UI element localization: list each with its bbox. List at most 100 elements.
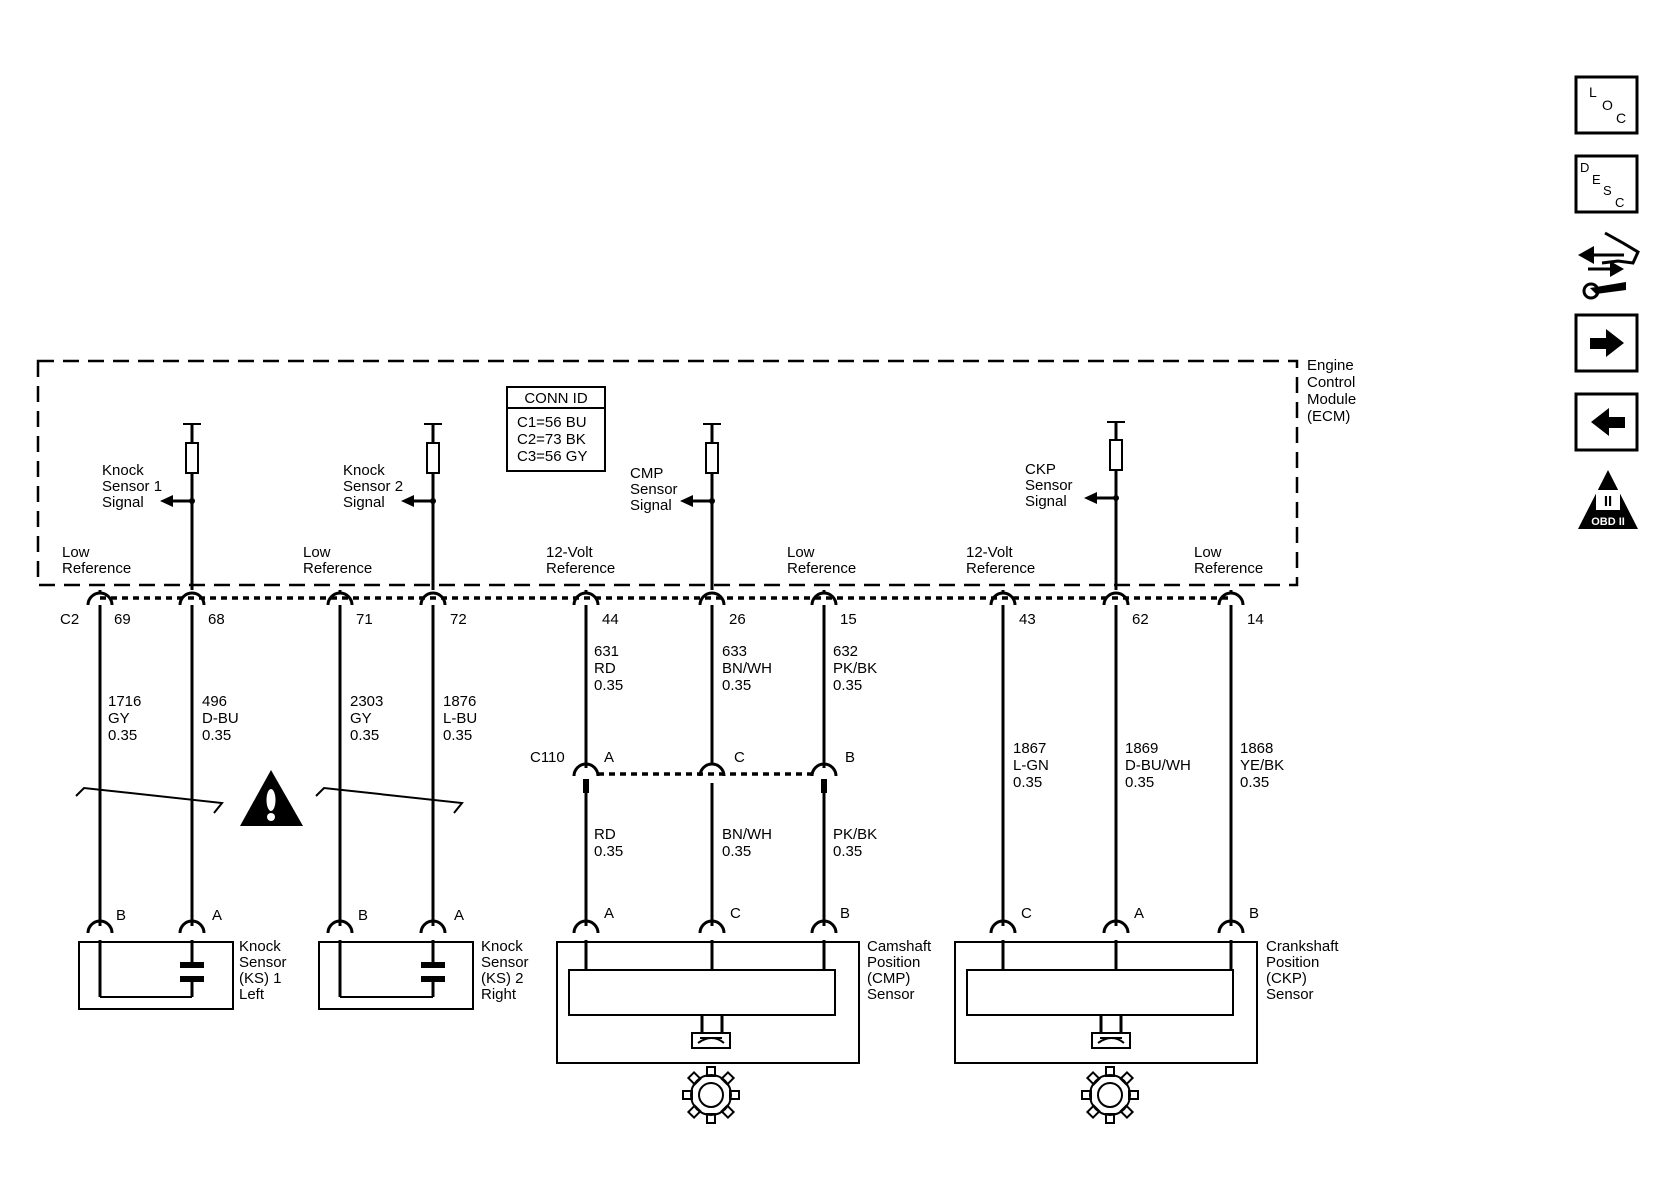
connector-tools-icon bbox=[1578, 231, 1640, 300]
svg-text:RD: RD bbox=[594, 826, 616, 843]
svg-text:43: 43 bbox=[1019, 611, 1036, 628]
svg-text:Knock: Knock bbox=[102, 462, 144, 479]
svg-text:YE/BK: YE/BK bbox=[1240, 757, 1284, 774]
svg-text:A: A bbox=[604, 905, 614, 922]
caution-icon bbox=[240, 770, 303, 826]
svg-text:Signal: Signal bbox=[630, 497, 672, 514]
svg-text:15: 15 bbox=[840, 611, 857, 628]
svg-text:62: 62 bbox=[1132, 611, 1149, 628]
svg-text:CMP: CMP bbox=[630, 465, 663, 482]
svg-text:GY: GY bbox=[350, 710, 372, 727]
svg-text:II: II bbox=[1604, 493, 1612, 510]
svg-text:D-BU/WH: D-BU/WH bbox=[1125, 757, 1191, 774]
svg-text:0.35: 0.35 bbox=[202, 727, 231, 744]
svg-text:0.35: 0.35 bbox=[350, 727, 379, 744]
svg-text:69: 69 bbox=[114, 611, 131, 628]
knock-sensor-2: Knock Sensor (KS) 2 Right bbox=[318, 938, 529, 1010]
svg-text:26: 26 bbox=[729, 611, 746, 628]
svg-text:C: C bbox=[1615, 195, 1624, 210]
arrow-left-icon bbox=[1591, 408, 1625, 436]
svg-text:D: D bbox=[1580, 160, 1589, 175]
obd-ii-button[interactable]: II OBD II bbox=[1578, 470, 1638, 529]
desc-button[interactable]: D E S C bbox=[1574, 154, 1639, 214]
svg-text:BN/WH: BN/WH bbox=[722, 826, 772, 843]
svg-text:Low: Low bbox=[787, 544, 815, 561]
svg-text:Position: Position bbox=[867, 954, 920, 971]
svg-text:A: A bbox=[212, 907, 222, 924]
svg-text:RD: RD bbox=[594, 660, 616, 677]
svg-text:PK/BK: PK/BK bbox=[833, 660, 877, 677]
svg-text:CKP: CKP bbox=[1025, 461, 1056, 478]
svg-text:Position: Position bbox=[1266, 954, 1319, 971]
svg-text:C3=56 GY: C3=56 GY bbox=[517, 448, 587, 465]
svg-text:1869: 1869 bbox=[1125, 740, 1158, 757]
loc-button[interactable]: L O C bbox=[1574, 75, 1639, 135]
connector-tools-button[interactable] bbox=[1578, 231, 1640, 300]
svg-text:1876: 1876 bbox=[443, 693, 476, 710]
svg-text:C2=73 BK: C2=73 BK bbox=[517, 431, 586, 448]
sensor-connector-pins: B A B A A C B C A B bbox=[86, 905, 1259, 934]
svg-text:B: B bbox=[1249, 905, 1259, 922]
obd-ii-icon: II OBD II bbox=[1578, 470, 1638, 529]
gear-icon bbox=[682, 1066, 740, 1124]
ecm-pins: 69 68 71 72 44 26 15 43 62 14 bbox=[86, 590, 1264, 628]
svg-text:B: B bbox=[358, 907, 368, 924]
svg-text:C1=56 BU: C1=56 BU bbox=[517, 414, 587, 431]
svg-text:Crankshaft: Crankshaft bbox=[1266, 938, 1339, 955]
svg-text:(ECM): (ECM) bbox=[1307, 408, 1350, 425]
svg-text:496: 496 bbox=[202, 693, 227, 710]
previous-button[interactable] bbox=[1574, 392, 1639, 452]
svg-text:0.35: 0.35 bbox=[722, 677, 751, 694]
ckp-signal-circuit: CKP Sensor Signal bbox=[1025, 421, 1125, 590]
svg-text:Module: Module bbox=[1307, 391, 1356, 408]
svg-text:BN/WH: BN/WH bbox=[722, 660, 772, 677]
svg-text:Sensor: Sensor bbox=[239, 954, 287, 971]
svg-text:Sensor: Sensor bbox=[867, 986, 915, 1003]
ks2-signal-circuit: Knock Sensor 2 Signal bbox=[343, 423, 442, 590]
svg-text:Camshaft: Camshaft bbox=[867, 938, 932, 955]
svg-text:Signal: Signal bbox=[1025, 493, 1067, 510]
ecm-boundary bbox=[36, 359, 1299, 587]
svg-text:L: L bbox=[1589, 84, 1597, 100]
knock-sensor-1: Knock Sensor (KS) 1 Left bbox=[78, 938, 287, 1010]
svg-text:0.35: 0.35 bbox=[833, 677, 862, 694]
svg-text:68: 68 bbox=[208, 611, 225, 628]
svg-text:(KS) 1: (KS) 1 bbox=[239, 970, 282, 987]
svg-text:Reference: Reference bbox=[546, 560, 615, 577]
cmp-signal-circuit: CMP Sensor Signal bbox=[630, 423, 721, 590]
svg-text:A: A bbox=[454, 907, 464, 924]
svg-text:Sensor: Sensor bbox=[481, 954, 529, 971]
svg-text:14: 14 bbox=[1247, 611, 1264, 628]
next-button[interactable] bbox=[1574, 313, 1639, 373]
svg-text:CONN ID: CONN ID bbox=[524, 390, 588, 407]
svg-text:Low: Low bbox=[1194, 544, 1222, 561]
svg-text:Reference: Reference bbox=[1194, 560, 1263, 577]
svg-text:0.35: 0.35 bbox=[722, 843, 751, 860]
svg-text:B: B bbox=[845, 749, 855, 766]
svg-text:L-BU: L-BU bbox=[443, 710, 477, 727]
svg-text:44: 44 bbox=[602, 611, 619, 628]
svg-text:Low: Low bbox=[303, 544, 331, 561]
svg-text:Control: Control bbox=[1307, 374, 1355, 391]
svg-text:631: 631 bbox=[594, 643, 619, 660]
svg-text:GY: GY bbox=[108, 710, 130, 727]
svg-text:O: O bbox=[1602, 97, 1613, 113]
svg-text:0.35: 0.35 bbox=[108, 727, 137, 744]
svg-text:Reference: Reference bbox=[966, 560, 1035, 577]
desc-icon: D E S C bbox=[1580, 160, 1624, 210]
svg-text:C: C bbox=[730, 905, 741, 922]
svg-text:(CMP): (CMP) bbox=[867, 970, 910, 987]
svg-text:Low: Low bbox=[62, 544, 90, 561]
svg-text:Knock: Knock bbox=[239, 938, 281, 955]
loc-icon: L O C bbox=[1589, 84, 1626, 126]
wires bbox=[98, 605, 1233, 926]
svg-text:Reference: Reference bbox=[62, 560, 131, 577]
svg-text:Reference: Reference bbox=[787, 560, 856, 577]
svg-text:E: E bbox=[1592, 172, 1601, 187]
svg-text:2303: 2303 bbox=[350, 693, 383, 710]
svg-text:C: C bbox=[1616, 110, 1626, 126]
svg-text:0.35: 0.35 bbox=[594, 677, 623, 694]
inline-connector-c110: C110 A C B bbox=[530, 749, 855, 793]
conn-id-table: CONN ID C1=56 BU C2=73 BK C3=56 GY bbox=[506, 386, 606, 472]
